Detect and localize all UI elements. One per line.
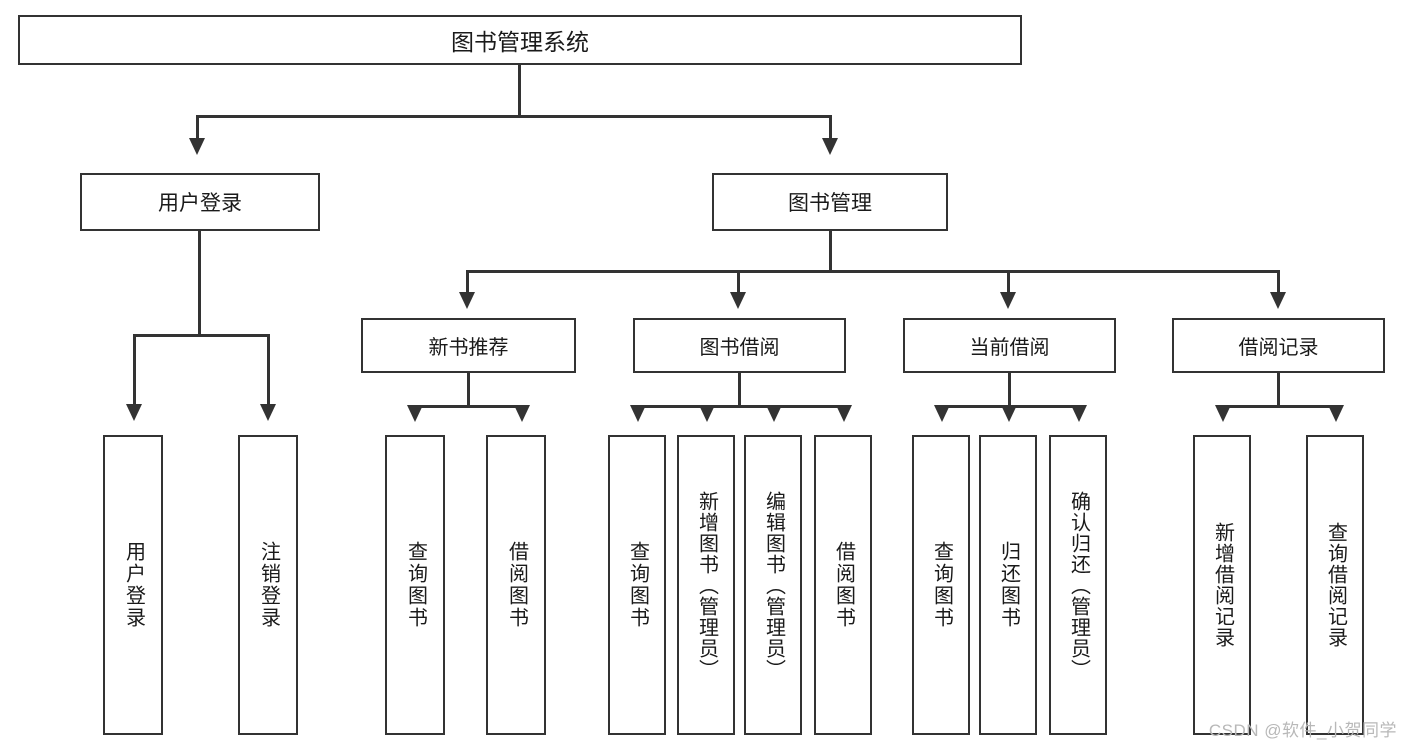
watermark-text: CSDN @软件_小贺同学 (1208, 721, 1397, 740)
arrowhead-to-book-borrow (730, 292, 746, 309)
leaf-label: 编辑图书（管理员） (762, 490, 785, 680)
arrowhead-to-leaf-query-book-3 (934, 405, 950, 422)
arrowhead-to-leaf-add-book (699, 405, 715, 422)
leaf-label: 新增借阅记录 (1211, 522, 1234, 648)
leaf-confirm-return-admin[interactable]: 确认归还（管理员） (1049, 435, 1107, 735)
connector-user-login-bus (133, 334, 270, 337)
connector-borrow-record-bus (1222, 405, 1335, 408)
arrowhead-to-book-manage (822, 138, 838, 155)
arrowhead-to-leaf-query-record (1328, 405, 1344, 422)
leaf-query-borrow-record[interactable]: 查询借阅记录 (1306, 435, 1364, 735)
node-new-book-recommend[interactable]: 新书推荐 (361, 318, 576, 373)
leaf-label: 查询图书 (626, 541, 649, 629)
node-root-system[interactable]: 图书管理系统 (18, 15, 1022, 65)
node-user-login[interactable]: 用户登录 (80, 173, 320, 231)
node-book-management[interactable]: 图书管理 (712, 173, 948, 231)
leaf-borrow-book-borrow[interactable]: 借阅图书 (814, 435, 872, 735)
node-label: 图书管理系统 (451, 29, 589, 55)
arrowhead-to-leaf-query-book-2 (630, 405, 646, 422)
arrowhead-to-borrow-record (1270, 292, 1286, 309)
node-label: 图书管理 (788, 192, 872, 215)
leaf-query-book-newbook[interactable]: 查询图书 (385, 435, 445, 735)
connector-user-login-drop-1 (133, 334, 136, 406)
leaf-user-login[interactable]: 用户登录 (103, 435, 163, 735)
leaf-label: 用户登录 (122, 541, 145, 629)
node-borrow-record[interactable]: 借阅记录 (1172, 318, 1385, 373)
leaf-query-book-borrow[interactable]: 查询图书 (608, 435, 666, 735)
leaf-edit-book-admin[interactable]: 编辑图书（管理员） (744, 435, 802, 735)
arrowhead-to-new-book (459, 292, 475, 309)
leaf-label: 借阅图书 (832, 541, 855, 629)
connector-book-manage-stem (829, 231, 832, 273)
arrowhead-to-leaf-borrow-book-1 (514, 405, 530, 422)
leaf-borrow-book-newbook[interactable]: 借阅图书 (486, 435, 546, 735)
node-label: 新书推荐 (428, 337, 509, 359)
arrowhead-to-leaf-user-login (126, 404, 142, 421)
connector-book-manage-bus (466, 270, 1280, 273)
leaf-label: 查询图书 (930, 541, 953, 629)
connector-user-login-drop-2 (267, 334, 270, 406)
arrowhead-to-current-borrow (1000, 292, 1016, 309)
node-book-borrow[interactable]: 图书借阅 (633, 318, 846, 373)
connector-root-drop-left (196, 115, 199, 140)
connector-book-manage-drop-3 (1007, 270, 1010, 294)
connector-book-borrow-stem (738, 373, 741, 408)
leaf-label: 借阅图书 (505, 541, 528, 629)
arrowhead-to-leaf-borrow-book-2 (836, 405, 852, 422)
connector-new-book-bus (414, 405, 524, 408)
leaf-label: 查询借阅记录 (1324, 522, 1347, 648)
leaf-label: 归还图书 (997, 541, 1020, 629)
leaf-label: 新增图书（管理员） (695, 490, 718, 680)
arrowhead-to-user-login (189, 138, 205, 155)
arrowhead-to-leaf-logout (260, 404, 276, 421)
arrowhead-to-leaf-query-book-1 (407, 405, 423, 422)
connector-root-drop-right (829, 115, 832, 140)
node-label: 借阅记录 (1238, 337, 1319, 359)
connector-user-login-stem (198, 231, 201, 336)
connector-book-manage-drop-4 (1277, 270, 1280, 294)
connector-borrow-record-stem (1277, 373, 1280, 408)
connector-current-borrow-stem (1008, 373, 1011, 408)
arrowhead-to-leaf-edit-book (766, 405, 782, 422)
leaf-label: 注销登录 (257, 541, 280, 629)
connector-book-borrow-bus (637, 405, 845, 408)
leaf-query-book-current[interactable]: 查询图书 (912, 435, 970, 735)
leaf-label: 确认归还（管理员） (1067, 490, 1090, 680)
node-label: 当前借阅 (969, 337, 1050, 359)
leaf-logout[interactable]: 注销登录 (238, 435, 298, 735)
leaf-add-book-admin[interactable]: 新增图书（管理员） (677, 435, 735, 735)
connector-new-book-stem (467, 373, 470, 408)
node-label: 用户登录 (158, 192, 242, 215)
connector-book-manage-drop-1 (466, 270, 469, 294)
leaf-label: 查询图书 (404, 541, 427, 629)
connector-root-stem (518, 65, 521, 117)
node-label: 图书借阅 (699, 337, 780, 359)
arrowhead-to-leaf-confirm-return (1071, 405, 1087, 422)
leaf-add-borrow-record[interactable]: 新增借阅记录 (1193, 435, 1251, 735)
arrowhead-to-leaf-add-record (1215, 405, 1231, 422)
connector-book-manage-drop-2 (737, 270, 740, 294)
arrowhead-to-leaf-return-book (1001, 405, 1017, 422)
connector-root-bus (196, 115, 832, 118)
leaf-return-book[interactable]: 归还图书 (979, 435, 1037, 735)
node-current-borrow[interactable]: 当前借阅 (903, 318, 1116, 373)
